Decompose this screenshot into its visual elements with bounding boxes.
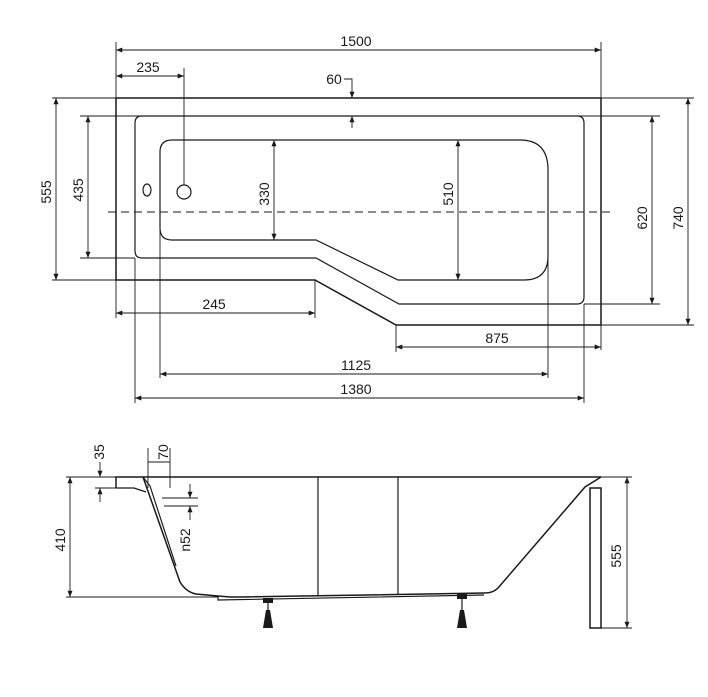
dim-leader-60 [344,78,355,98]
section-view: 35 70 n52 410 555 [52,444,632,629]
dim-label-70: 70 [155,444,171,460]
dim-label-435: 435 [70,178,86,202]
tub-section-rim [115,476,231,598]
tub-section-left-lip [116,487,147,493]
dim-label-245: 245 [202,296,226,312]
dim-label-n52: n52 [177,528,193,552]
dim-label-60: 60 [326,71,342,87]
drain-icon [176,184,192,200]
dim-label-410: 410 [52,528,68,552]
tub-section-left-wall [142,476,177,567]
section-extension-lines [66,448,632,629]
dim-label-235: 235 [136,59,160,75]
dim-label-555-section: 555 [608,544,624,568]
overflow-icon [142,183,152,197]
foot-right-icon [457,594,467,628]
dim-label-1125: 1125 [341,357,371,373]
dim-label-555-plan: 555 [38,180,54,204]
dim-label-1380: 1380 [340,381,371,397]
tub-rim-inner-outline [134,115,585,305]
plan-extension-lines [52,42,694,403]
tub-basin-outline [159,139,549,281]
dim-label-35: 35 [91,444,107,460]
dim-label-620: 620 [634,206,650,230]
foot-left-icon [263,598,273,628]
tub-section-right-wall [230,476,602,598]
plan-view: 1500 235 60 555 435 330 510 620 740 245 … [38,33,694,403]
support-post [589,487,602,629]
dim-label-1500: 1500 [340,33,371,49]
dim-label-330: 330 [256,182,272,206]
dim-label-875: 875 [485,330,509,346]
dim-label-510: 510 [440,182,456,206]
dim-label-740: 740 [670,206,686,230]
